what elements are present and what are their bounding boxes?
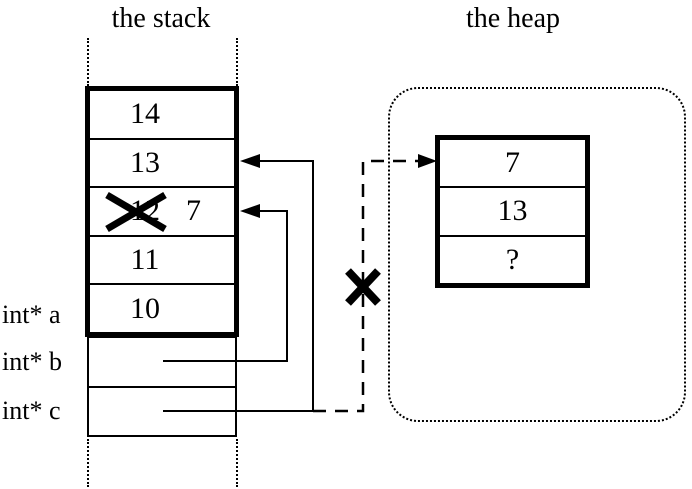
heap-cell: ? [440,234,585,283]
pointer-var-cell-b [89,338,235,386]
stack-cell: 13 [90,137,234,187]
stack-cell-value: 10 [130,291,160,325]
heap-cell: 13 [440,186,585,234]
stack-guide-line [87,439,89,487]
heap-cell: 7 [505,146,520,180]
pointer-b-arrowhead-icon [240,204,260,218]
pointer-vars-box [87,336,237,437]
heap-block-box: 7 13 ? [435,135,590,288]
stack-cell-new-value: 7 [186,194,201,228]
var-label-a: int* a [2,300,61,329]
stack-cell: 10 [90,283,234,332]
pointer-c-arrowhead-icon [240,154,260,168]
stack-guide-line [236,439,238,487]
stack-cell: 11 [90,234,234,284]
stack-cell: 14 [90,91,234,138]
stack-cell-value: 13 [130,145,160,179]
var-label-c: int* c [2,396,61,425]
stack-cell-crossed: 12 7 [90,186,234,235]
heap-title: the heap [465,3,561,34]
cross-out-x-icon [105,192,167,233]
stack-title: the stack [111,3,211,34]
invalid-pointer-x-icon [345,268,381,306]
stack-cell-value: 11 [130,243,160,277]
pointer-var-cell-c [89,385,235,436]
stack-guide-line [236,38,238,86]
stack-guide-line [87,38,89,86]
stack-frame-box: 14 13 12 7 11 10 [85,86,239,337]
stack-cell-value: 14 [130,97,160,131]
var-label-b: int* b [2,347,62,376]
